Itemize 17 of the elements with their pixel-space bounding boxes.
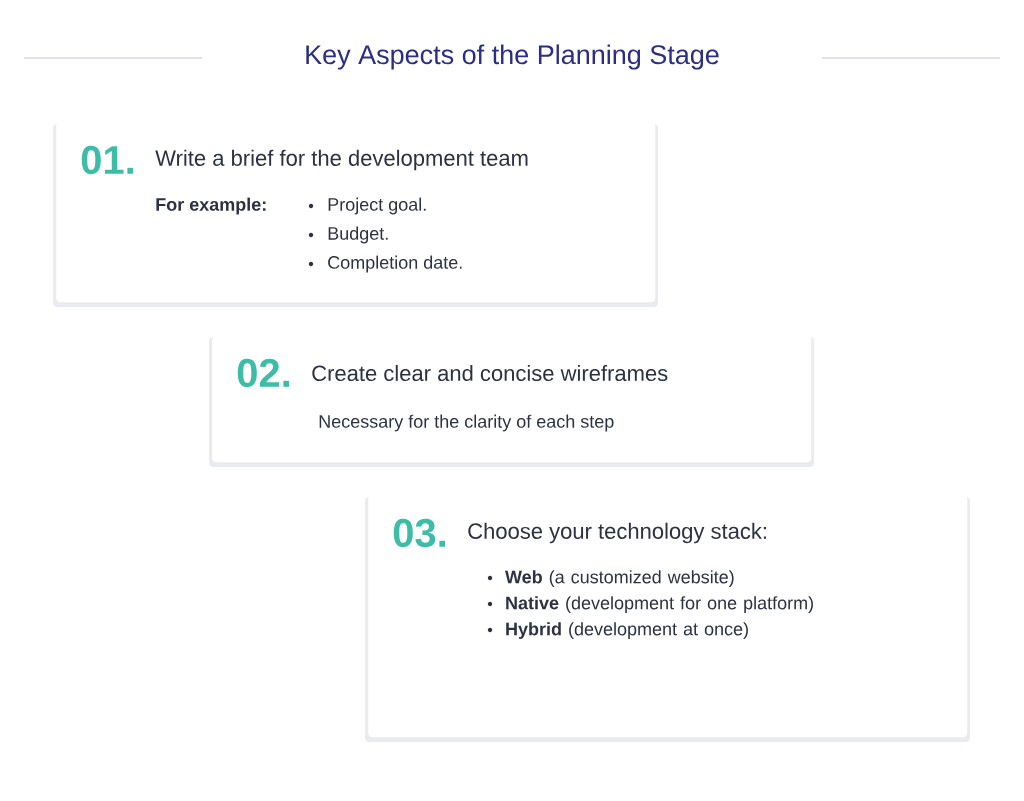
bullet-item: Web (a customized website) bbox=[505, 570, 734, 587]
body-text: Necessary for the clarity of each step bbox=[319, 414, 614, 432]
bullet-item: Native (development for one platform) bbox=[506, 596, 813, 613]
card bbox=[365, 495, 970, 742]
bullet-item: Project goal. bbox=[328, 197, 426, 215]
card-heading: Write a brief for the development team bbox=[155, 149, 528, 171]
bullet-item: Budget. bbox=[328, 226, 388, 244]
lead-text: For example: bbox=[156, 197, 266, 215]
card-heading: Choose your technology stack: bbox=[468, 522, 766, 544]
card bbox=[53, 122, 658, 307]
card-heading: Create clear and concise wireframes bbox=[312, 364, 668, 382]
step-number: 01. bbox=[81, 145, 134, 175]
step-number: 03. bbox=[393, 518, 446, 548]
title: Key Aspects of the Planning Stage bbox=[306, 44, 719, 70]
bullet-item: Completion date. bbox=[328, 255, 462, 273]
bullet-item: Hybrid (development at once) bbox=[506, 622, 748, 639]
step-number: 02. bbox=[237, 358, 290, 388]
